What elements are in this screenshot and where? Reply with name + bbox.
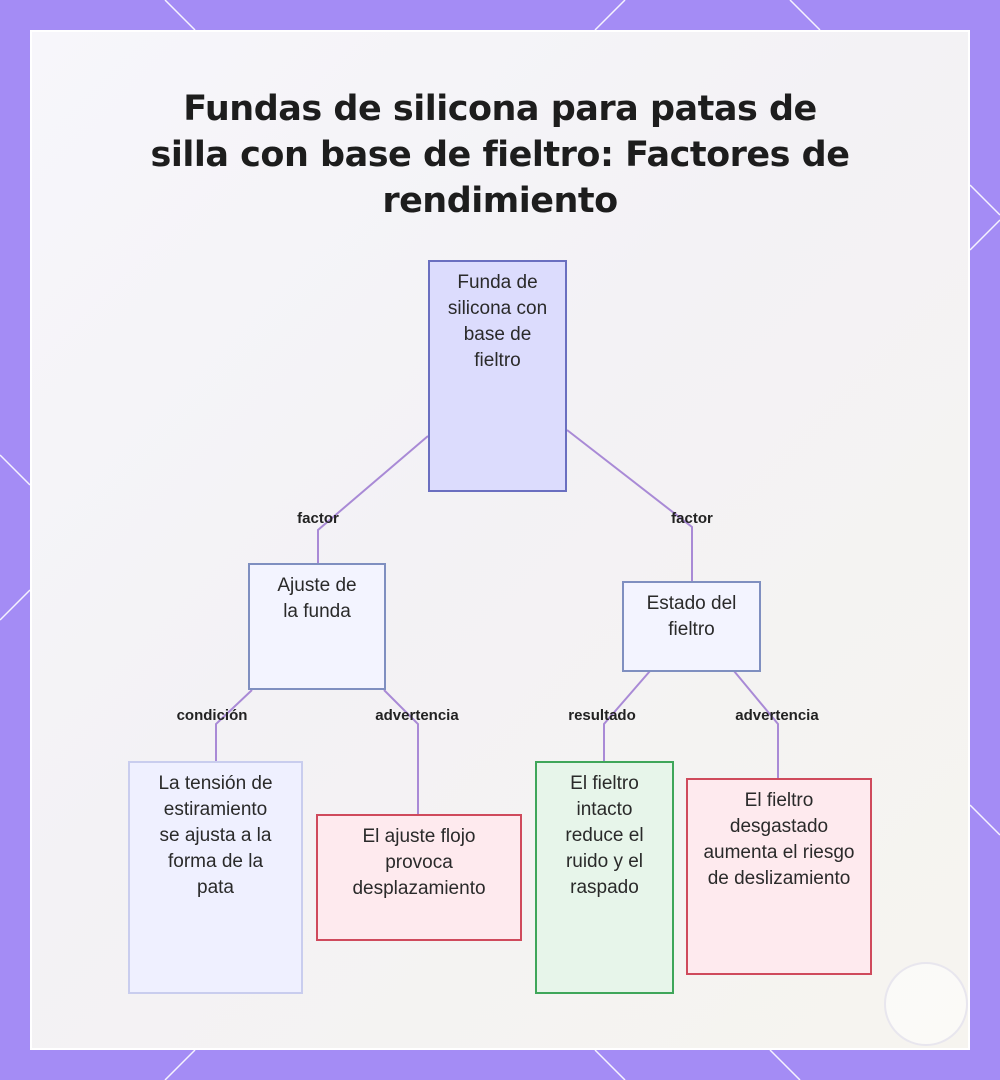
edge-label-warning-left: advertencia bbox=[375, 707, 459, 724]
edge-label-condition: condición bbox=[176, 707, 248, 724]
edge-label-factor-right: factor bbox=[671, 510, 713, 527]
node-loose-fit-warning: El ajuste flojo provoca desplazamiento bbox=[316, 814, 522, 941]
edge-label-factor-left: factor bbox=[297, 510, 339, 527]
node-silicone-cover: Funda de silicona con base de fieltro bbox=[428, 260, 567, 492]
edge-fit-loose bbox=[383, 689, 419, 815]
edge-root-fit bbox=[317, 435, 429, 565]
node-worn-felt-warning: El fieltro desgastado aumenta el riesgo … bbox=[686, 778, 872, 975]
edge-label-warning-right: advertencia bbox=[735, 707, 819, 724]
node-intact-felt-result: El fieltro intacto reduce el ruido y el … bbox=[535, 761, 674, 994]
edge-felt-worn bbox=[733, 670, 779, 779]
diagram-title: Fundas de silicona para patas de silla c… bbox=[150, 89, 850, 221]
node-felt-condition: Estado del fieltro bbox=[622, 581, 761, 672]
edge-label-result: resultado bbox=[568, 707, 636, 724]
edge-root-felt bbox=[566, 429, 693, 582]
edge-felt-intact bbox=[603, 670, 651, 762]
logo-watermark bbox=[884, 962, 968, 1046]
edge-fit-tension bbox=[215, 689, 253, 762]
node-cover-fit: Ajuste de la funda bbox=[248, 563, 386, 690]
node-stretch-tension: La tensión de estiramiento se ajusta a l… bbox=[128, 761, 303, 994]
